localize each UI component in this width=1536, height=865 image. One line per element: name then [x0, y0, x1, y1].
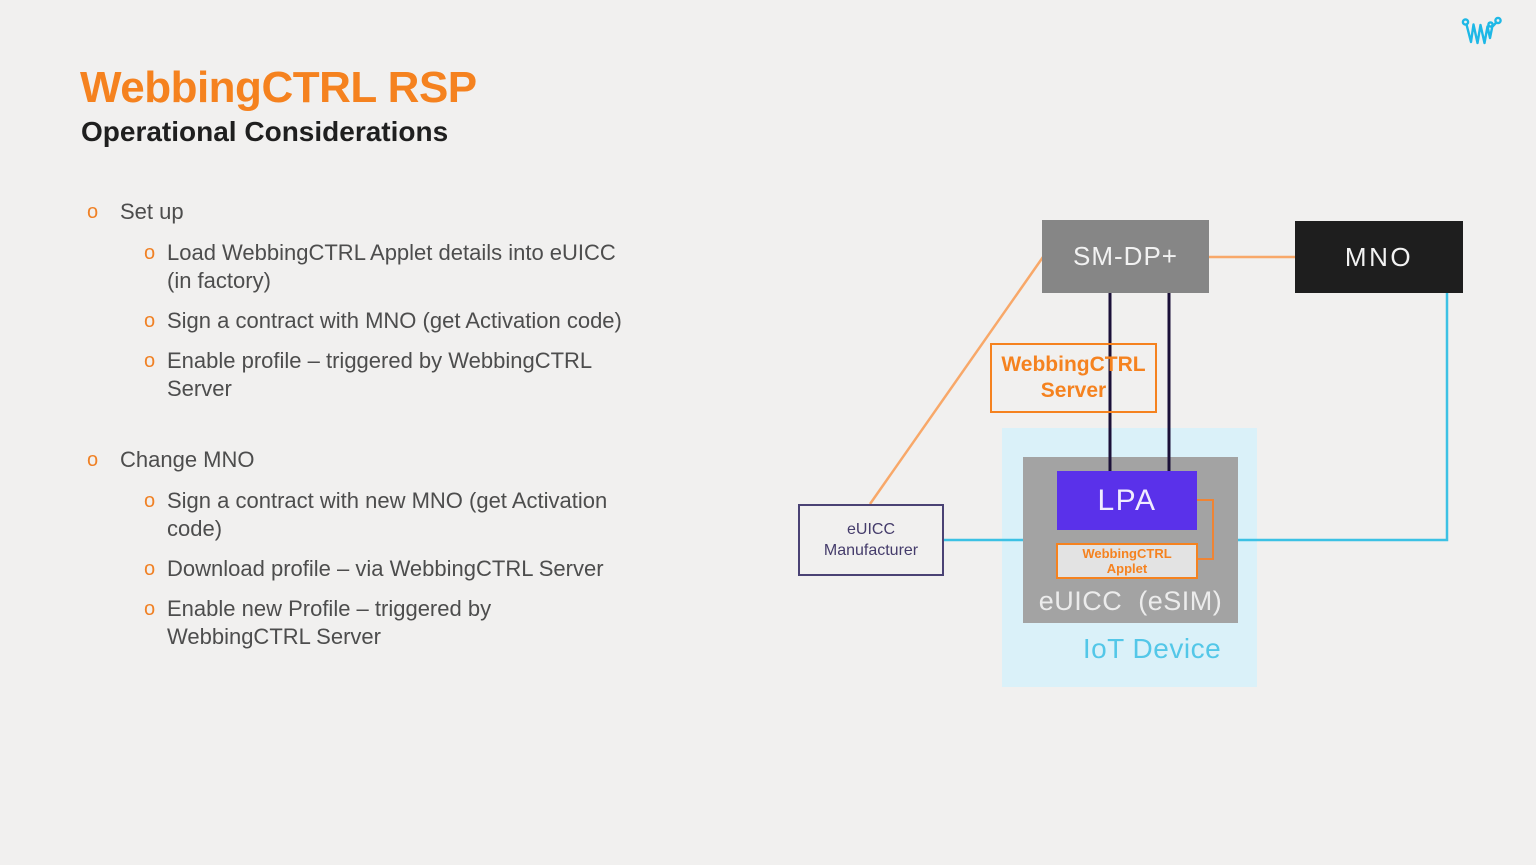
webbingctrl-server-label: WebbingCTRL Server	[1001, 353, 1146, 402]
webbingctrl-applet-box: WebbingCTRL Applet	[1056, 543, 1198, 579]
bullet-marker: o	[144, 558, 156, 580]
webbingctrl-server-box: WebbingCTRL Server	[990, 343, 1157, 413]
page-subtitle: Operational Considerations	[81, 116, 449, 147]
list-item: o Enable profile – triggered by WebbingC…	[144, 347, 750, 403]
logo-link-path	[1491, 21, 1498, 28]
iot-device-label: IoT Device	[1082, 633, 1222, 664]
lpa-label: LPA	[1097, 483, 1157, 517]
bullet-section-setup: o Set up	[80, 197, 750, 227]
webbingctrl-applet-label: WebbingCTRL Applet	[1082, 546, 1172, 576]
smdp-label: SM-DP+	[1073, 241, 1178, 271]
list-item: o Sign a contract with new MNO (get Acti…	[144, 487, 750, 543]
logo-svg	[1461, 16, 1502, 45]
logo-mid-node-dot	[1487, 21, 1494, 28]
list-item: o Enable new Profile – triggered by Webb…	[144, 595, 750, 651]
bullet-section-label: Set up	[120, 199, 184, 224]
euicc-manufacturer-label: eUICC Manufacturer	[823, 521, 919, 559]
mno-label: MNO	[1344, 241, 1414, 272]
list-item-text: Sign a contract with MNO (get Activation…	[167, 308, 622, 333]
list-item-text: Enable profile – triggered by WebbingCTR…	[167, 348, 593, 401]
list-item-text: Load WebbingCTRL Applet details into eUI…	[167, 240, 616, 293]
bullet-list: o Set up o Load WebbingCTRL Applet detai…	[80, 197, 750, 651]
bullet-section-change-mno: o Change MNO	[80, 445, 750, 475]
mno-box: MNO	[1295, 221, 1463, 293]
euicc-manufacturer-box: eUICC Manufacturer	[798, 504, 944, 576]
list-item-text: Enable new Profile – triggered by Webbin…	[167, 596, 492, 649]
euicc-esim-label: eUICC (eSIM)	[1038, 586, 1223, 616]
logo-zigzag-path	[1465, 23, 1494, 45]
list-item-text: Download profile – via WebbingCTRL Serve…	[167, 556, 604, 581]
webbing-waveform-logo-icon	[1458, 12, 1510, 54]
bullet-marker: o	[87, 201, 99, 223]
bullet-marker: o	[144, 310, 156, 332]
bullet-marker: o	[87, 449, 99, 471]
list-item: o Sign a contract with MNO (get Activati…	[144, 307, 750, 335]
page-title: WebbingCTRL RSP	[80, 63, 477, 112]
list-item-text: Sign a contract with new MNO (get Activa…	[167, 488, 608, 541]
bullet-marker: o	[144, 598, 156, 620]
bullet-marker: o	[144, 490, 156, 512]
bullet-marker: o	[144, 242, 156, 264]
logo-right-node-dot	[1494, 16, 1502, 25]
lpa-box: LPA	[1057, 471, 1197, 530]
bullet-marker: o	[144, 350, 156, 372]
bullet-section-label: Change MNO	[120, 447, 255, 472]
smdp-box: SM-DP+	[1042, 220, 1209, 293]
list-item: o Load WebbingCTRL Applet details into e…	[144, 239, 750, 295]
list-item: o Download profile – via WebbingCTRL Ser…	[144, 555, 750, 583]
